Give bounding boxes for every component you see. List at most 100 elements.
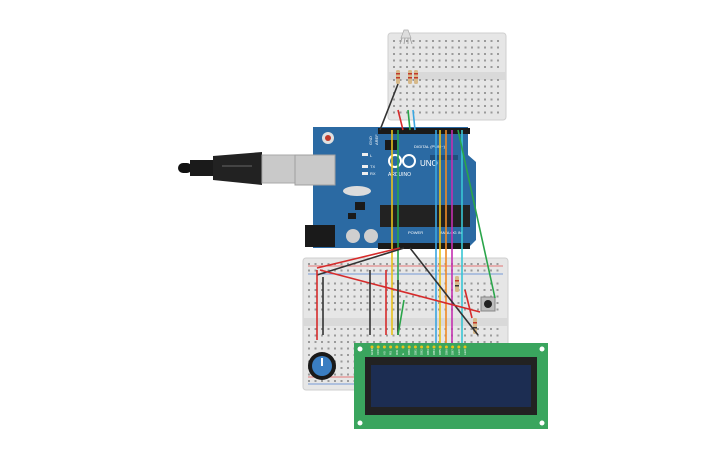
- breadboard-hole: [393, 105, 395, 107]
- breadboard-hole: [412, 40, 415, 42]
- lcd-pin[interactable]: [444, 345, 448, 349]
- breadboard-hole: [406, 66, 408, 68]
- breadboard-hole: [340, 302, 343, 304]
- breadboard-hole: [464, 53, 467, 55]
- breadboard-hole: [432, 46, 434, 49]
- lcd-pin[interactable]: [413, 345, 417, 349]
- breadboard-hole: [438, 341, 440, 343]
- lcd-pin-label: LED: [463, 348, 467, 355]
- breadboard-hole: [393, 98, 395, 101]
- breadboard-hole: [360, 308, 362, 311]
- breadboard-hole: [451, 66, 454, 68]
- breadboard-hole: [340, 367, 343, 369]
- resistor-red-led[interactable]: [396, 70, 400, 84]
- resistor-pullup[interactable]: [455, 276, 459, 292]
- breadboard-hole: [477, 46, 480, 49]
- breadboard-hole: [412, 295, 414, 298]
- breadboard-hole: [321, 347, 323, 350]
- breadboard-hole: [471, 59, 473, 62]
- resistor-green-led[interactable]: [408, 70, 412, 84]
- breadboard-hole: [373, 334, 375, 337]
- breadboard-hole: [496, 334, 499, 337]
- breadboard-hole: [347, 282, 349, 285]
- lcd-pin[interactable]: [407, 345, 411, 349]
- breadboard-hole: [340, 263, 343, 265]
- breadboard-hole: [445, 92, 447, 94]
- breadboard-hole: [438, 66, 441, 68]
- lcd-pin[interactable]: [389, 345, 393, 349]
- lcd-pin[interactable]: [401, 345, 405, 349]
- breadboard-hole: [340, 289, 343, 291]
- lcd-pin[interactable]: [426, 345, 430, 349]
- breadboard-hole: [386, 289, 388, 291]
- breadboard-hole: [308, 263, 310, 265]
- breadboard-hole: [412, 46, 415, 49]
- arduino-uno-board[interactable]: UNO ARDUINO DIGITAL (PWM~) POWER ANALOG …: [294, 127, 476, 249]
- wires[interactable]: [316, 83, 496, 345]
- breadboard-hole: [457, 302, 460, 304]
- breadboard-hole: [483, 269, 486, 272]
- breadboard-hole: [360, 334, 362, 337]
- breadboard-hole: [497, 66, 499, 68]
- lcd-pin[interactable]: [432, 345, 436, 349]
- breadboard-hole: [314, 302, 317, 304]
- breadboard-hole: [334, 308, 336, 311]
- breadboard-hole: [406, 53, 408, 55]
- breadboard-hole: [418, 289, 421, 291]
- potentiometer[interactable]: [308, 352, 336, 380]
- lcd-pin[interactable]: [438, 345, 442, 349]
- lcd-pin[interactable]: [370, 345, 374, 349]
- resistor-blue-led[interactable]: [414, 70, 418, 84]
- breadboard-hole: [419, 85, 421, 88]
- lcd-pin[interactable]: [382, 345, 386, 349]
- breadboard-hole: [405, 282, 408, 285]
- breadboard-hole: [432, 53, 434, 55]
- breadboard-hole: [405, 328, 408, 330]
- mini-breadboard[interactable]: [387, 32, 507, 121]
- breadboard-hole: [464, 98, 467, 101]
- breadboard-hole: [445, 59, 447, 62]
- lcd-pin[interactable]: [376, 345, 380, 349]
- breadboard-hole: [314, 263, 317, 265]
- breadboard-hole: [412, 302, 414, 304]
- breadboard-hole: [484, 59, 486, 62]
- lcd-pin[interactable]: [463, 345, 467, 349]
- breadboard-hole: [399, 40, 402, 42]
- breadboard-hole: [347, 302, 349, 304]
- breadboard-hole: [418, 302, 421, 304]
- breadboard-hole: [399, 85, 402, 88]
- breadboard-hole: [490, 40, 493, 42]
- breadboard-hole: [412, 289, 414, 291]
- rgb-led[interactable]: [399, 29, 413, 45]
- breadboard-hole: [308, 302, 310, 304]
- breadboard-hole: [425, 66, 428, 68]
- breadboard-hole: [399, 59, 402, 62]
- lcd-pin-label: RS: [389, 351, 393, 355]
- breadboard-hole: [438, 98, 441, 101]
- breadboard-hole: [366, 282, 369, 285]
- breadboard-hole: [471, 92, 473, 94]
- lcd-pin[interactable]: [457, 345, 461, 349]
- breadboard-hole: [379, 302, 382, 304]
- breadboard-hole: [477, 263, 479, 265]
- lcd-pin[interactable]: [395, 345, 399, 349]
- lcd-pin[interactable]: [420, 345, 424, 349]
- breadboard-hole: [379, 295, 382, 298]
- usb-cable[interactable]: [178, 152, 299, 185]
- pushbutton[interactable]: [480, 296, 496, 312]
- breadboard-hole: [425, 328, 427, 330]
- breadboard-hole: [458, 98, 460, 101]
- breadboard-hole: [464, 92, 467, 94]
- breadboard-hole: [412, 92, 415, 94]
- breadboard-hole: [438, 295, 440, 298]
- breadboard-hole: [353, 269, 356, 272]
- breadboard-hole: [406, 105, 408, 107]
- lcd-pin[interactable]: [451, 345, 455, 349]
- lcd-pin-label: DB0: [407, 349, 411, 355]
- breadboard-hole: [497, 111, 499, 114]
- breadboard-hole: [484, 53, 486, 55]
- breadboard-hole: [496, 302, 499, 304]
- breadboard-hole: [451, 111, 454, 114]
- breadboard-hole: [496, 328, 499, 330]
